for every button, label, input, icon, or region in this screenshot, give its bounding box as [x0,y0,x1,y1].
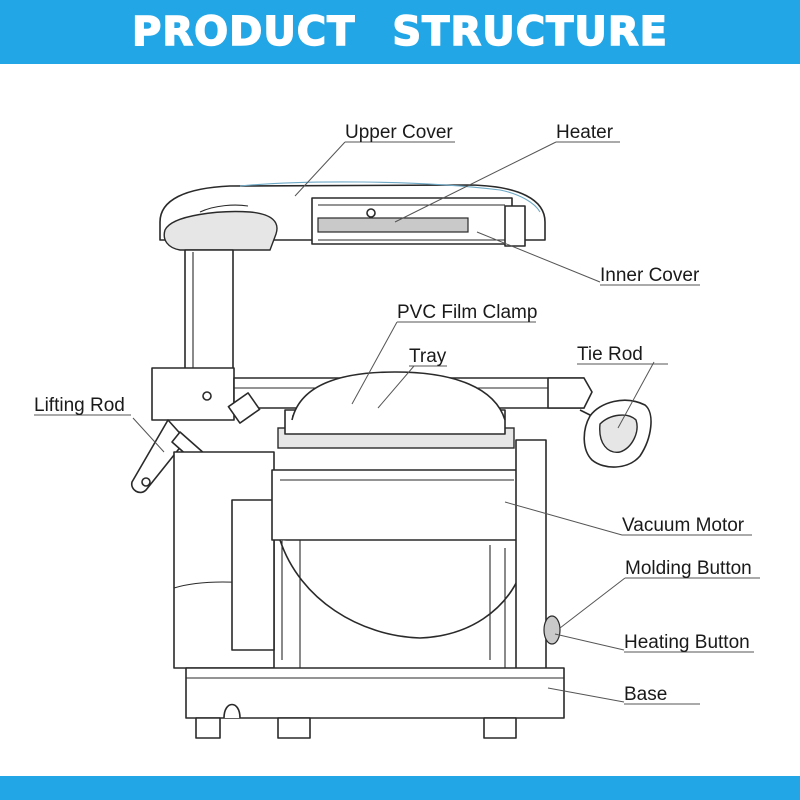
base-assembly [185,667,565,739]
label-heating-button: Heating Button [624,632,750,653]
label-upper-cover: Upper Cover [345,122,453,143]
frame-assembly [151,367,652,468]
upper-cover-assembly [159,181,546,251]
header-banner: PRODUCT STRUCTURE [0,0,800,64]
label-base: Base [624,684,667,705]
label-vacuum-motor: Vacuum Motor [622,515,745,536]
label-pvc-film-clamp: PVC Film Clamp [397,302,537,323]
label-inner-cover: Inner Cover [600,265,700,286]
label-molding-button: Molding Button [625,558,752,579]
page-title: PRODUCT STRUCTURE [131,8,668,56]
leader-lines [132,141,655,703]
label-heater: Heater [556,122,614,143]
footer-bar [0,776,800,800]
column [184,249,234,371]
label-tie-rod: Tie Rod [577,344,643,365]
label-tray: Tray [409,346,447,367]
label-underlines [34,141,760,705]
label-lifting-rod: Lifting Rod [34,395,125,416]
body-assembly [173,439,561,673]
